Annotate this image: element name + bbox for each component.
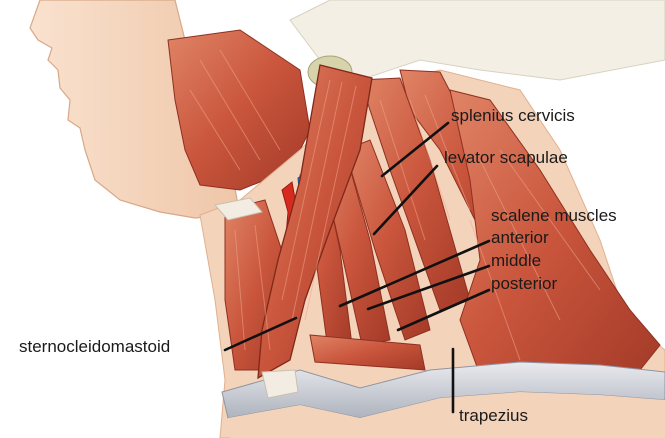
label-scalene-muscles: scalene muscles	[491, 206, 617, 226]
label-scalene-middle: middle	[491, 251, 541, 271]
trapezius-muscle	[450, 90, 660, 380]
label-sternocleidomastoid: sternocleidomastoid	[19, 337, 170, 357]
label-trapezius: trapezius	[459, 406, 528, 426]
label-scalene-anterior: anterior	[491, 228, 549, 248]
label-splenius-cervicis: splenius cervicis	[451, 106, 575, 126]
label-levator-scapulae: levator scapulae	[444, 148, 568, 168]
label-scalene-posterior: posterior	[491, 274, 557, 294]
